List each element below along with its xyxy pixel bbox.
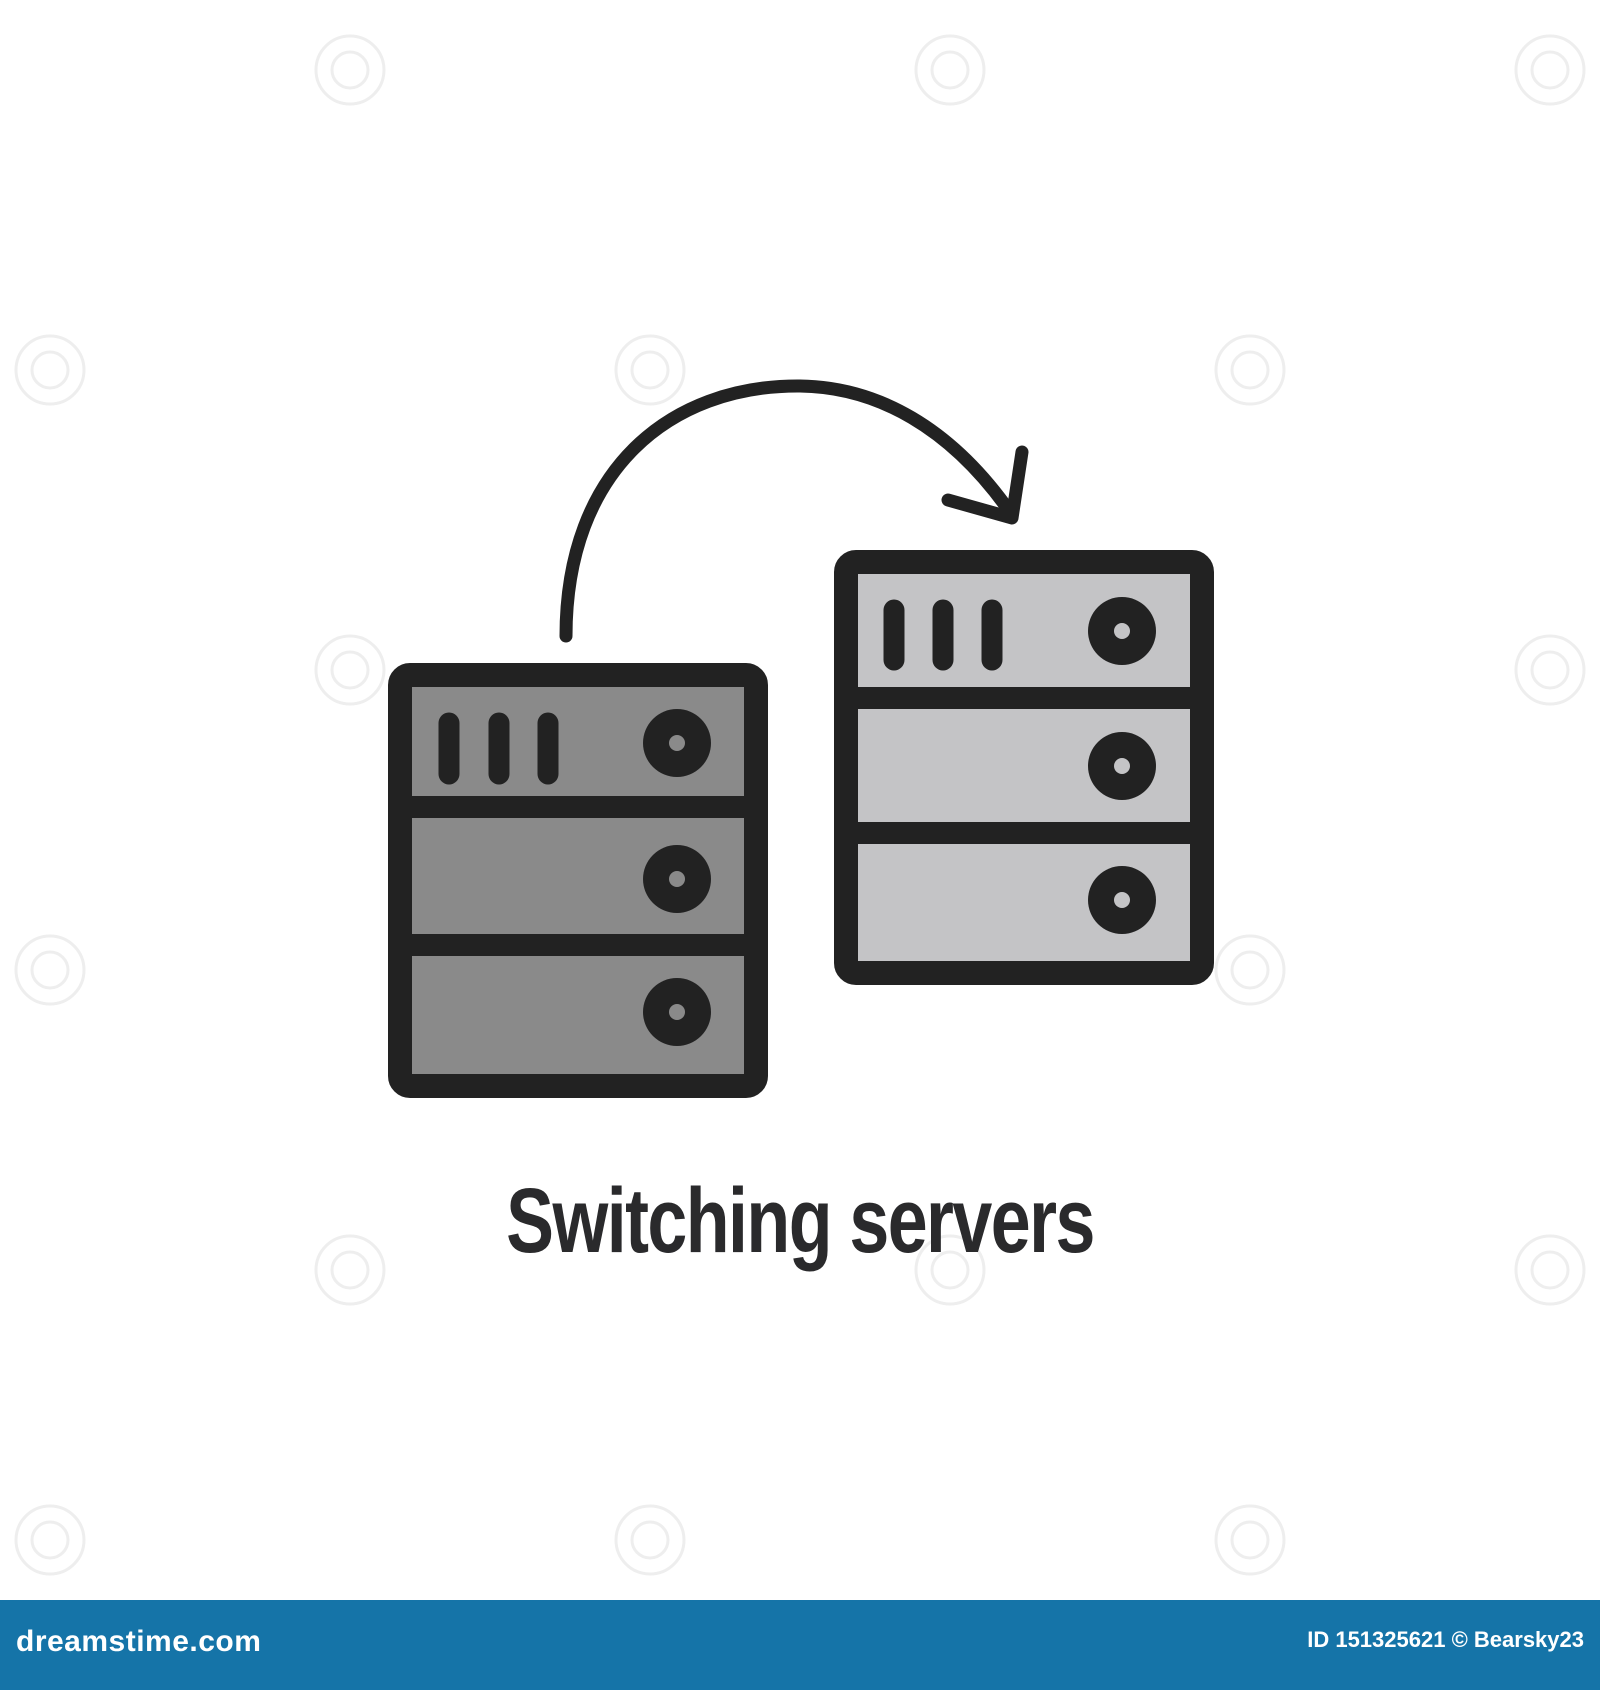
illustration: [14, 34, 1586, 1576]
curved-arrow-icon: [559, 379, 1029, 643]
target-server-icon: [834, 550, 1214, 985]
footer-bar: dreamstime.com ID 151325621 © Bearsky23: [0, 1600, 1600, 1690]
footer-logo[interactable]: dreamstime.com: [16, 1625, 262, 1658]
source-server-icon: [388, 663, 768, 1098]
footer-meta: ID 151325621 © Bearsky23: [1307, 1627, 1584, 1653]
watermark-pattern: [14, 34, 1586, 1576]
credit: © Bearsky23: [1451, 1627, 1584, 1652]
image-id: ID 151325621: [1307, 1627, 1446, 1652]
caption-title: Switching servers: [506, 1170, 1095, 1272]
